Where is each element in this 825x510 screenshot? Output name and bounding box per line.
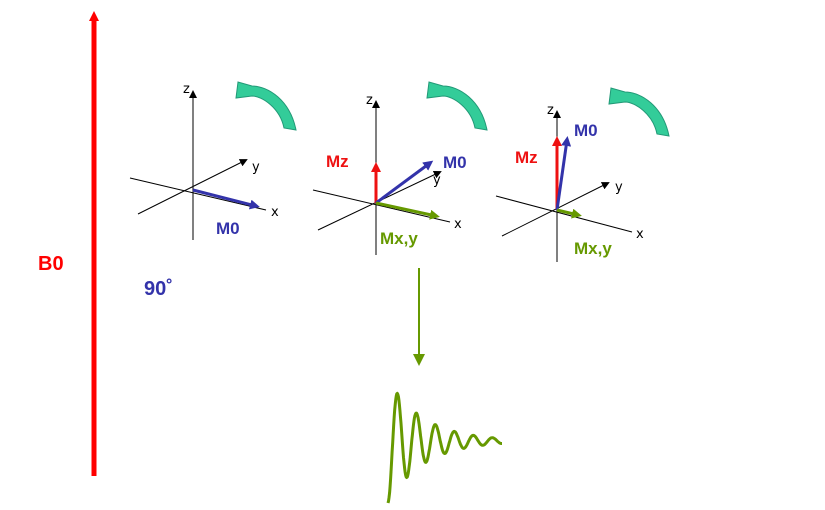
x-axis-label: x <box>636 227 644 242</box>
x-axis <box>495 195 633 233</box>
mz-label: Mz <box>326 152 349 171</box>
z-axis-label: z <box>183 82 190 97</box>
x-axis <box>312 189 451 223</box>
frame-3: z y x Mz M0 Mx,y <box>495 87 670 262</box>
m0-label: M0 <box>216 219 240 238</box>
x-axis-label: x <box>454 217 462 232</box>
x-axis <box>129 177 267 211</box>
fid-signal-wave <box>386 391 503 504</box>
z-axis-label: z <box>547 103 554 118</box>
mxy-label: Mx,y <box>380 229 418 248</box>
y-axis-label: y <box>433 173 441 188</box>
y-axis-label: y <box>252 160 260 175</box>
x-axis-label: x <box>271 205 279 220</box>
mxy-vector <box>375 201 440 220</box>
rotation-arrow-icon <box>235 81 297 131</box>
pulse-angle-label: 90˚ <box>144 277 173 300</box>
m0-label: M0 <box>443 153 467 172</box>
rotation-arrow-icon <box>608 87 670 137</box>
frame-1: z y x M0 <box>129 81 297 240</box>
y-axis <box>501 182 610 237</box>
frame-2: z y x Mz M0 Mx,y <box>312 81 488 255</box>
b0-label: B0 <box>38 253 64 275</box>
m0-vector <box>555 136 572 211</box>
m0-vector <box>375 160 434 205</box>
m0-label: M0 <box>574 121 598 140</box>
mxy-vector <box>556 208 582 219</box>
m0-vector <box>192 188 260 210</box>
y-axis <box>137 159 248 215</box>
z-axis-label: z <box>366 93 373 108</box>
rotation-arrow-icon <box>426 81 488 131</box>
mz-label: Mz <box>515 148 538 167</box>
mxy-label: Mx,y <box>574 239 612 258</box>
y-axis-label: y <box>615 180 623 195</box>
